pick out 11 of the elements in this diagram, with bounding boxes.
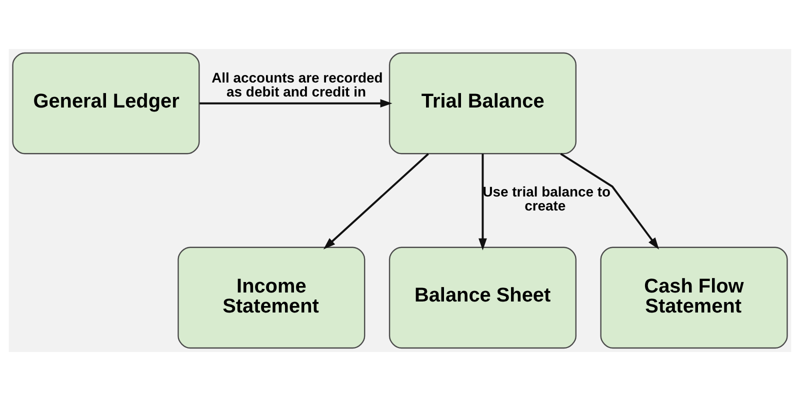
node-box: General Ledger: [12, 52, 200, 154]
node-box: Income Statement: [178, 246, 366, 348]
node-box: Cash Flow Statement: [600, 246, 788, 348]
edge-label: All accounts are recorded as debit and credit in: [212, 69, 383, 100]
arrow: [200, 98, 392, 108]
arrow: [478, 153, 487, 250]
node-box: Trial Balance: [388, 52, 577, 154]
arrow: [323, 152, 429, 249]
edge-label: Use trial balance to create: [482, 183, 611, 214]
arrow: [560, 152, 660, 250]
node-box: Balance Sheet: [388, 246, 577, 348]
